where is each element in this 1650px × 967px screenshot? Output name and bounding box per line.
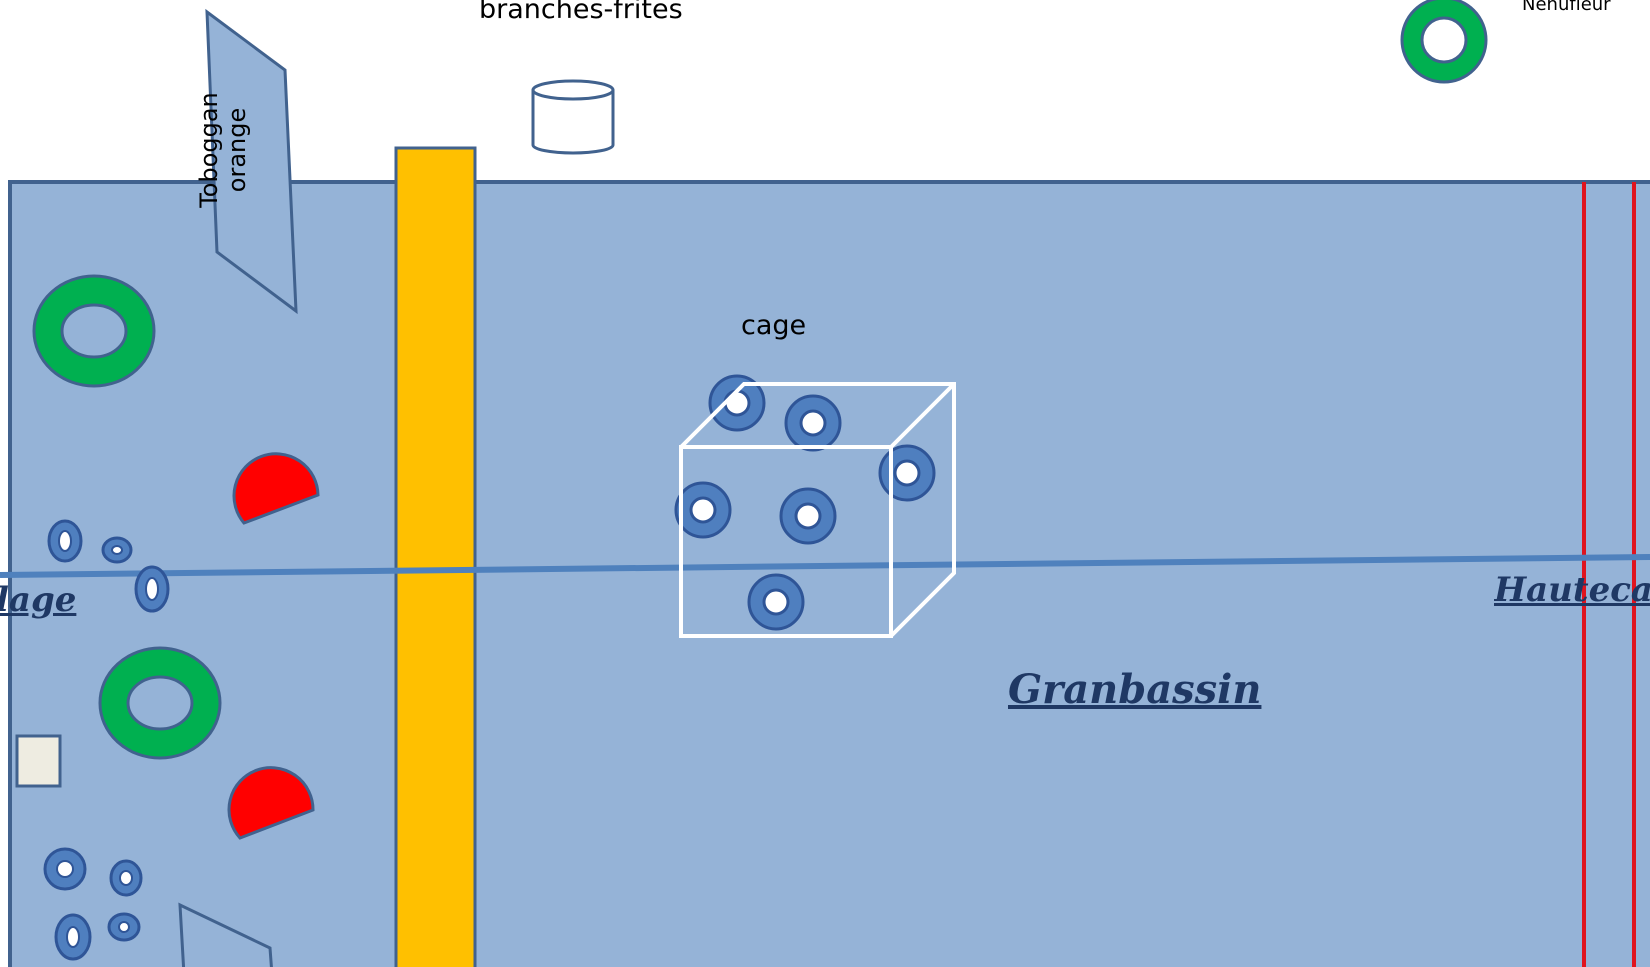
cage-label: cage [741,310,807,341]
green-ring-icon [98,646,222,760]
blue-ring-icon [107,912,141,942]
blue-ring-icon [779,487,837,545]
toboggan-label-line1: Toboggan [195,92,223,208]
blue-ring-icon [708,374,766,432]
zone-label-left: lage [0,580,77,620]
blue-ring-icon [54,913,92,961]
red-half-disc-icon [227,766,315,840]
red-half-disc-icon [232,452,320,525]
cylinder-icon [531,79,615,155]
green-ring-icon [32,274,156,388]
blue-ring-icon [134,565,170,613]
zone-label-right: Hauteca [1494,570,1650,610]
yellow-divider-bar [394,146,477,967]
cage-cube [679,382,956,638]
blue-ring-icon [47,519,83,563]
small-slide [178,902,273,967]
toboggan-slide [205,8,298,315]
water-line [0,554,1650,578]
branches-frites-label: branches-frites [479,0,683,25]
toboggan-label-line2: orange [223,107,251,193]
blue-ring-icon [109,859,143,897]
zone-label-center: Granbassin [1008,666,1262,713]
blue-ring-icon [674,481,732,539]
blue-ring-icon [878,444,936,502]
blue-ring-icon [101,536,133,564]
green-ring-icon [1400,0,1488,84]
blue-ring-icon [43,847,87,891]
blue-ring-icon [784,394,842,452]
blue-ring-icon [747,573,805,631]
toboggan-label: Toboggan orange [195,75,275,225]
white-square [15,734,62,788]
nenufleur-label: Nenufleur [1522,0,1611,15]
